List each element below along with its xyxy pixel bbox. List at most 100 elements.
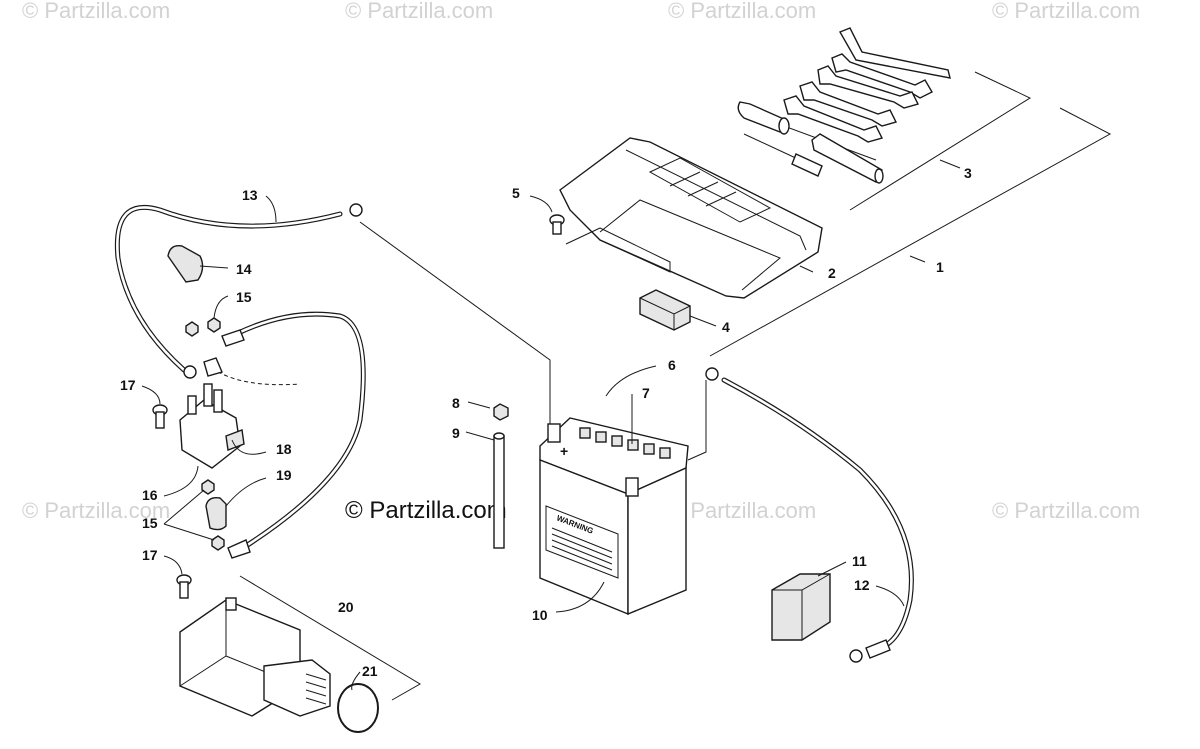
screwdriver-collar (778, 117, 790, 135)
cable-18-core (234, 312, 365, 548)
cable-12-core (722, 378, 913, 650)
foam-pad-edge (639, 297, 691, 330)
leader-19 (225, 477, 267, 507)
leader-11 (817, 561, 847, 577)
tray-ridge (625, 149, 807, 251)
starter-terminal (225, 597, 237, 611)
leader-13 (265, 195, 277, 223)
tray-dividers (669, 171, 737, 207)
leader-13-to-battery (359, 221, 551, 424)
callout-8: 8 (452, 395, 460, 411)
watermark: © Partzilla.com (345, 0, 493, 23)
leader-10 (555, 581, 605, 613)
callout-21: 21 (362, 663, 378, 679)
callout-18: 18 (276, 441, 292, 457)
screwdriver-bit (791, 153, 823, 177)
callout-1: 1 (936, 259, 944, 275)
callout-numbers: 1 2 3 4 5 6 7 8 9 10 11 12 13 14 15 17 1… (120, 165, 972, 679)
leader-9 (465, 431, 495, 441)
dashed-harness (211, 367, 301, 386)
watermark: © Partzilla.com (668, 498, 816, 523)
bracket-1 (709, 107, 1112, 357)
leader-14 (199, 265, 229, 269)
hex-key (838, 27, 951, 79)
boot-19 (205, 496, 227, 531)
cable-12-lug-top (705, 367, 719, 381)
bracket-20 (239, 575, 421, 701)
battery-plus-sign: + (560, 443, 568, 459)
tube-top (493, 432, 505, 440)
tool-tray (559, 137, 823, 299)
screw-5 (549, 214, 565, 235)
leader-1 (909, 255, 926, 263)
warning-lines (551, 527, 613, 571)
bolt-17-top (152, 404, 168, 429)
foam-block-body (771, 573, 831, 641)
plug-socket-end (874, 168, 884, 184)
cable-12-crimp (865, 639, 891, 659)
cable-13-lug (349, 203, 363, 217)
callout-12: 12 (854, 577, 870, 593)
tray-flap (599, 227, 671, 273)
leader-18 (231, 439, 267, 455)
tray-pocket (648, 157, 772, 223)
battery-cap (579, 427, 591, 439)
callout-14: 14 (236, 261, 252, 277)
leader-21 (351, 671, 361, 691)
leader-12 (875, 585, 905, 607)
callout-15-top: 15 (236, 289, 252, 305)
nut-15-lower (211, 535, 225, 551)
leader-5 (529, 195, 553, 213)
solenoid-connector (225, 429, 245, 451)
callout-10: 10 (532, 607, 548, 623)
callout-2: 2 (828, 265, 836, 281)
nut-15-lower (201, 479, 215, 495)
cable-18-crimp-top (221, 329, 245, 347)
starter-endcap (263, 659, 331, 717)
callout-3: 3 (964, 165, 972, 181)
leader-4 (689, 315, 717, 327)
cable-18-crimp-bottom (227, 539, 251, 559)
battery: + WARNING (539, 417, 689, 616)
cable-12-lug-bottom (849, 649, 863, 663)
callout-5: 5 (512, 185, 520, 201)
cable-13-lug-end (183, 365, 197, 379)
callout-16: 16 (142, 487, 158, 503)
tray-lead (565, 227, 601, 245)
callout-13: 13 (242, 187, 258, 203)
leader-15-top (213, 295, 229, 319)
battery-cap (659, 447, 671, 459)
leader-3 (939, 159, 961, 169)
leader-17-bottom (163, 555, 183, 575)
watermark-row-middle: © Partzilla.com © Partzilla.com © Partzi… (22, 498, 1140, 523)
wrench (799, 81, 898, 127)
nut-8 (493, 403, 509, 421)
solenoid-post (213, 389, 223, 413)
callout-7: 7 (642, 385, 650, 401)
watermark: © Partzilla.com (22, 498, 170, 523)
watermark-main: © Partzilla.com (345, 497, 507, 524)
vent-tube (493, 432, 505, 549)
callout-9: 9 (452, 425, 460, 441)
callout-20: 20 (338, 599, 354, 615)
cable-18 (221, 311, 366, 559)
cable-13 (114, 203, 363, 379)
battery-terminal-neg (547, 423, 561, 443)
callout-11: 11 (852, 553, 867, 569)
callout-19: 19 (276, 467, 292, 483)
starter-motor (179, 575, 421, 717)
callout-17-top: 17 (120, 377, 136, 393)
tray-body (559, 137, 823, 299)
watermark: © Partzilla.com (992, 498, 1140, 523)
starter-spline (305, 673, 327, 705)
tray-inner (599, 199, 781, 291)
tool-kit (737, 27, 1032, 211)
wrench (831, 53, 933, 99)
foam-block-edge (772, 573, 831, 640)
screw-shank (552, 221, 562, 235)
callout-15-lower: 15 (142, 515, 158, 531)
bracket-3 (849, 71, 1032, 211)
bolt-shank (155, 411, 165, 429)
battery-cap (627, 439, 639, 451)
